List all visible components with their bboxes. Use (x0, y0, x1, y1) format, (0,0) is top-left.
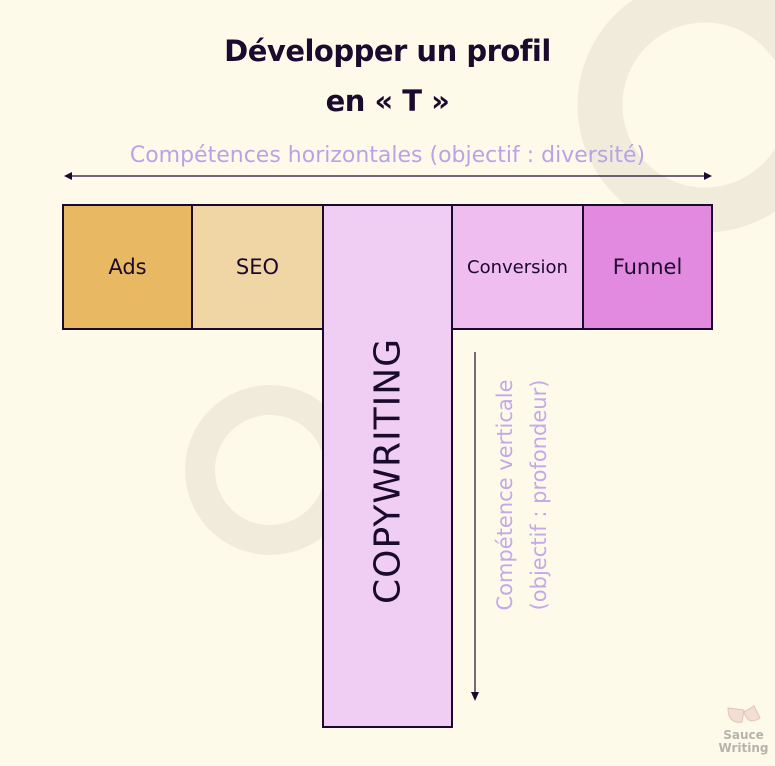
box-label: Funnel (612, 255, 683, 279)
box-label: Conversion (467, 256, 568, 278)
box-conversion: Conversion (451, 204, 584, 330)
box-copywriting: COPYWRITING (322, 204, 453, 728)
bowls-icon (726, 705, 761, 723)
box-ads: Ads (62, 204, 193, 330)
sauce-writing-logo: Sauce Writing (716, 700, 771, 755)
box-label: SEO (235, 255, 280, 279)
horizontal-label: Compétences horizontales (objectif : div… (129, 143, 646, 168)
vertical-label-line-1: Compétence verticale (493, 379, 517, 611)
vertical-label: Compétence verticale (objectif : profond… (488, 379, 556, 650)
logo-line-2: Writing (718, 741, 769, 755)
box-label: Ads (108, 255, 147, 279)
vertical-arrow (471, 352, 479, 701)
horizontal-arrow (64, 172, 712, 180)
copywriting-label: COPYWRITING (367, 337, 408, 605)
title-line-2: en « T » (325, 84, 450, 118)
logo-line-1: Sauce (723, 728, 764, 742)
title-line-1: Développer un profil (224, 34, 551, 68)
background-ring (185, 385, 355, 555)
vertical-label-line-2: (objectif : profondeur) (527, 379, 551, 611)
box-seo: SEO (191, 204, 324, 330)
box-funnel: Funnel (582, 204, 713, 330)
